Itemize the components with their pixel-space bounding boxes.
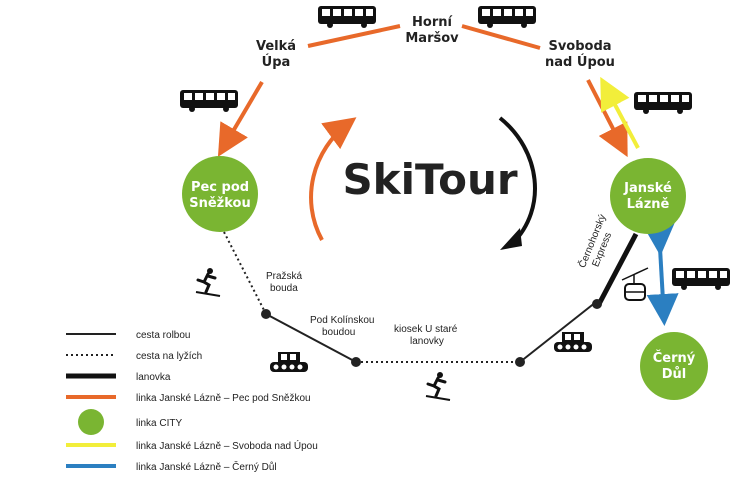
node-kiosek[interactable]	[515, 357, 525, 367]
stop-pec-label-2: Sněžkou	[189, 196, 250, 211]
route-horni-svoboda	[461, 24, 541, 50]
town-horni-2: Maršov	[405, 31, 459, 46]
snowcat-icon	[270, 352, 308, 372]
snowcat-path-prazska-kolinska	[265, 313, 357, 363]
node-prazska[interactable]	[261, 309, 271, 319]
route-velka-pec	[217, 80, 264, 157]
swirl-arrow-black-head	[500, 228, 522, 250]
gondola-icon	[621, 267, 649, 301]
town-velka-2: Úpa	[262, 54, 291, 70]
legend-label: lanovka	[136, 372, 171, 383]
skier-icon	[194, 266, 222, 298]
legend-label: cesta na lyžích	[136, 351, 202, 362]
skier-icon	[424, 370, 452, 402]
legend-label: linka CITY	[136, 418, 182, 429]
bus-icon	[478, 6, 536, 28]
node-kolinska[interactable]	[351, 357, 361, 367]
stop-pec[interactable]	[182, 156, 258, 232]
bus-icon	[318, 6, 376, 28]
place-kolinska-2: boudou	[322, 327, 355, 338]
stop-pec-label-1: Pec pod	[191, 180, 249, 195]
route-janske-cerny	[642, 223, 679, 326]
swirl-arrow-black	[498, 116, 537, 246]
route-janske-svoboda	[600, 76, 640, 149]
place-kolinska-1: Pod Kolínskou	[310, 315, 375, 326]
route-velka-horni	[307, 24, 401, 48]
stop-cerny[interactable]	[640, 332, 708, 400]
title: SkiTour	[342, 155, 517, 204]
place-prazska-1: Pražská	[266, 271, 303, 282]
town-svoboda-1: Svoboda	[548, 39, 611, 54]
legend-label: linka Janské Lázně – Černý Důl	[136, 460, 277, 473]
town-horni-1: Horní	[412, 15, 453, 30]
legend-swatch-green	[78, 409, 104, 435]
snowcat-path-kiosek-express	[519, 301, 597, 363]
place-prazska-2: bouda	[270, 283, 298, 294]
legend-label: cesta rolbou	[136, 330, 190, 341]
cable-car-line	[595, 232, 639, 308]
ski-path-pec-prazska	[223, 231, 267, 315]
stop-cerny-label-2: Důl	[662, 367, 687, 382]
legend-label: linka Janské Lázně – Svoboda nad Úpou	[136, 439, 318, 452]
route-svoboda-janske	[586, 79, 628, 158]
stop-janske-label-2: Lázně	[627, 197, 670, 212]
bus-icon	[180, 90, 238, 112]
legend: cesta rolbou cesta na lyžích lanovka lin…	[66, 330, 318, 473]
node-express[interactable]	[592, 299, 602, 309]
bus-icon	[672, 268, 730, 290]
stop-janske[interactable]	[610, 158, 686, 234]
place-kiosek-1: kiosek U staré	[394, 324, 458, 335]
swirl-arrow-orange	[309, 117, 357, 241]
place-kiosek-2: lanovky	[410, 336, 444, 347]
bus-icon	[634, 92, 692, 114]
legend-label: linka Janské Lázně – Pec pod Sněžkou	[136, 393, 311, 404]
stop-janske-label-1: Janské	[623, 181, 672, 196]
town-velka-1: Velká	[256, 39, 296, 54]
stop-cerny-label-1: Černý	[653, 350, 696, 366]
town-svoboda-2: nad Úpou	[545, 54, 615, 70]
snowcat-icon	[554, 332, 592, 352]
